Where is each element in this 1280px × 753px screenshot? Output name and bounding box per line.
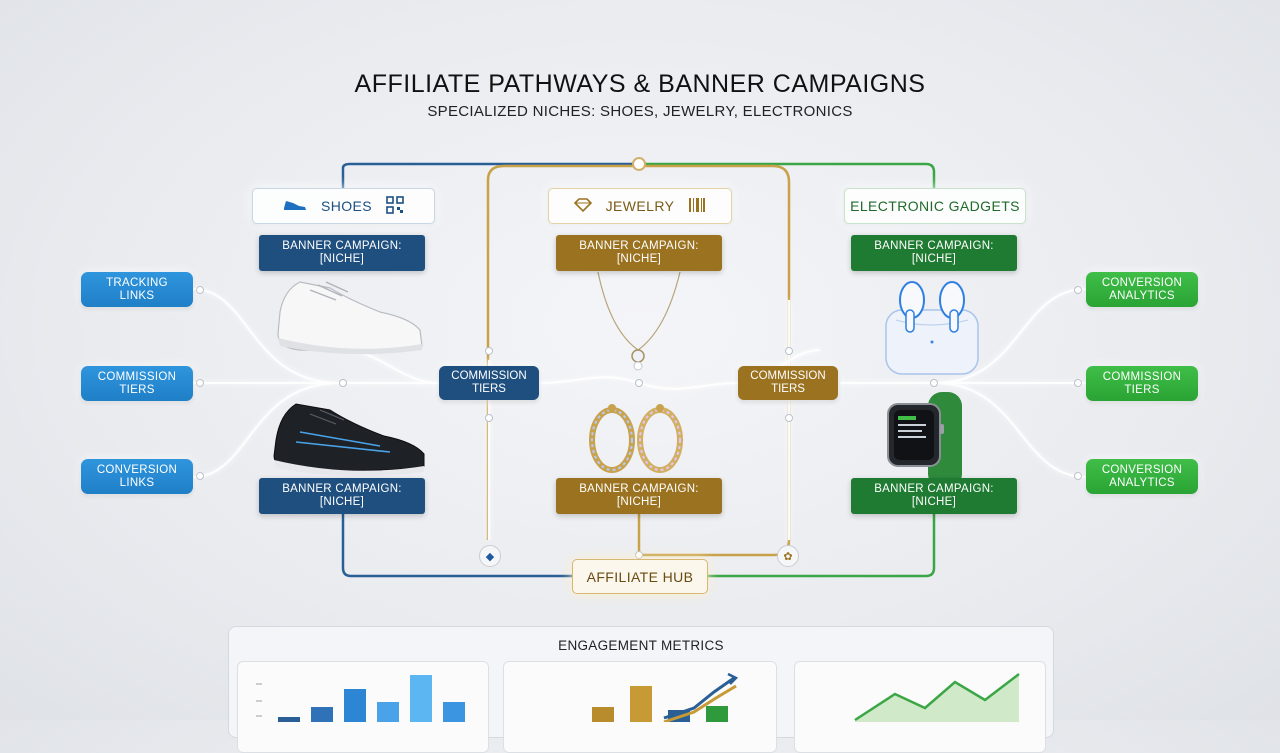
banner-campaign-jewelry-top[interactable]: BANNER CAMPAIGN:[NICHE] <box>556 235 722 271</box>
barcode-icon <box>688 196 706 217</box>
trend-line-gold <box>663 684 737 724</box>
bar <box>592 707 614 722</box>
sneaker-icon <box>283 198 307 215</box>
blue-bar-chart <box>256 675 465 722</box>
niche-jewelry-label: JEWELRY <box>605 198 675 214</box>
shoes-frame-line <box>341 162 636 188</box>
metrics-area-panel-green <box>794 661 1046 753</box>
pathway-diagram <box>192 157 1087 578</box>
niche-electronics-label: ELECTRONIC GADGETS <box>850 198 1020 214</box>
niche-jewelry[interactable]: JEWELRY <box>548 188 732 224</box>
smartwatch-image <box>887 392 962 488</box>
trend-line-blue <box>663 676 735 720</box>
affiliate-hub[interactable]: AFFILIATE HUB <box>572 559 708 594</box>
banner-campaign-electronics-bottom[interactable]: BANNER CAMPAIGN:[NICHE] <box>851 478 1017 514</box>
banner-campaign-jewelry-bottom[interactable]: BANNER CAMPAIGN:[NICHE] <box>556 478 722 514</box>
bottom-green-line <box>706 513 936 578</box>
engagement-metrics-panel: ENGAGEMENT METRICS <box>228 626 1054 753</box>
bar <box>344 689 366 722</box>
gem-link-icon: ◆ <box>479 545 501 567</box>
earbuds-image <box>885 281 979 375</box>
top-junction-dot <box>632 157 646 171</box>
area-line <box>854 673 1020 722</box>
earrings-image <box>589 404 683 473</box>
banner-campaign-electronics-top[interactable]: BANNER CAMPAIGN:[NICHE] <box>851 235 1017 271</box>
bar <box>410 675 432 722</box>
gold-bar-chart <box>592 672 739 724</box>
gift-link-icon: ✿ <box>777 545 799 567</box>
bar <box>443 702 465 722</box>
bar <box>377 702 399 722</box>
white-sneaker-image <box>277 281 423 355</box>
engagement-metrics-title: ENGAGEMENT METRICS <box>558 638 724 653</box>
page-title: AFFILIATE PATHWAYS & BANNER CAMPAIGNS <box>354 70 926 98</box>
diamond-icon <box>573 197 592 215</box>
necklace-image <box>597 271 681 371</box>
node-dots <box>196 286 1082 559</box>
bar <box>311 707 333 722</box>
green-area-chart <box>854 673 1020 722</box>
niche-electronics[interactable]: ELECTRONIC GADGETS <box>844 188 1026 224</box>
qr-code-icon <box>386 195 404 217</box>
metrics-bar-panel-blue <box>237 661 489 753</box>
page-subtitle: SPECIALIZED NICHES: SHOES, JEWELRY, ELEC… <box>427 103 853 120</box>
bar <box>706 706 728 722</box>
electronics-frame-line <box>642 162 936 188</box>
banner-campaign-shoes-bottom[interactable]: BANNER CAMPAIGN:[NICHE] <box>259 478 425 514</box>
bottom-blue-line <box>341 513 572 578</box>
metrics-bar-panel-gold <box>503 661 777 753</box>
black-sneaker-image <box>273 403 425 477</box>
niche-shoes[interactable]: SHOES <box>252 188 435 224</box>
niche-shoes-label: SHOES <box>320 198 372 214</box>
banner-campaign-shoes-top[interactable]: BANNER CAMPAIGN:[NICHE] <box>259 235 425 271</box>
bar <box>630 686 652 722</box>
